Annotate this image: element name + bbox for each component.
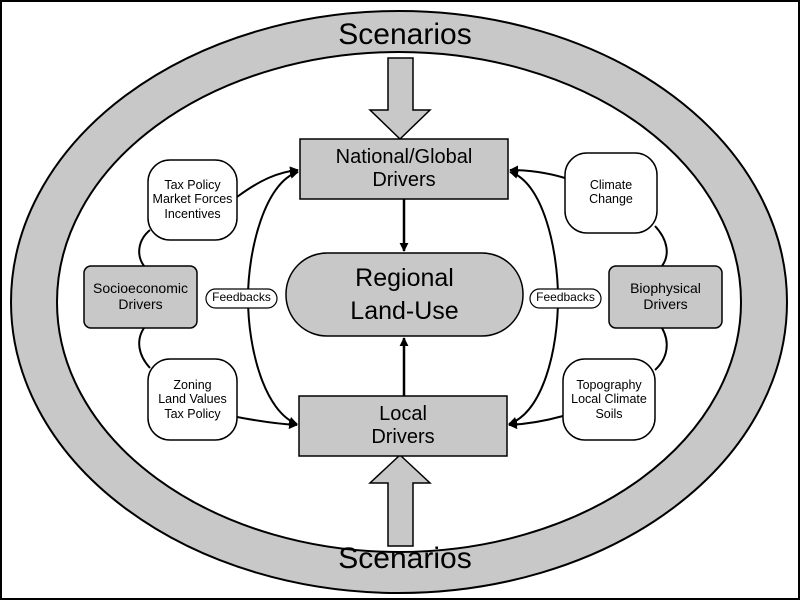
biophysical-line2: Drivers bbox=[643, 296, 688, 313]
topography-line1: Topography bbox=[576, 378, 642, 392]
tax-policy-bubble-label: Tax Policy Market Forces Incentives bbox=[148, 178, 237, 221]
climate-line2: Change bbox=[589, 192, 633, 207]
biophysical-line1: Biophysical bbox=[630, 280, 701, 296]
connector-tax-to-socio bbox=[138, 229, 151, 267]
connector-climate-to-bio bbox=[654, 225, 668, 267]
socioeconomic-line2: Drivers bbox=[118, 296, 163, 313]
scenarios-up-block-arrow bbox=[368, 453, 432, 547]
scenarios-bottom-label: Scenarios bbox=[338, 542, 472, 575]
socioeconomic-drivers-box bbox=[83, 265, 198, 329]
local-line1: Local bbox=[379, 403, 427, 425]
scenarios-top-label: Scenarios bbox=[338, 18, 472, 51]
national-global-line1: National/Global bbox=[335, 146, 473, 168]
tax-policy-line2: Market Forces bbox=[152, 192, 233, 207]
climate-change-bubble-label: Climate Change bbox=[565, 178, 657, 207]
topography-bubble bbox=[562, 358, 656, 441]
tax-policy-bubble bbox=[147, 159, 238, 241]
socioeconomic-drivers-label: Socioeconomic Drivers bbox=[84, 280, 197, 312]
socioeconomic-line1: Socioeconomic bbox=[93, 280, 188, 296]
feedbacks-left-label: Feedbacks bbox=[212, 290, 271, 304]
connector-bio-to-topo bbox=[654, 327, 668, 371]
connector-socio-to-zoning bbox=[138, 327, 151, 369]
regional-line2: Land-Use bbox=[350, 296, 459, 325]
local-drivers-label: Local Drivers bbox=[299, 403, 507, 449]
local-line2: Drivers bbox=[371, 426, 435, 448]
topography-line3: Soils bbox=[595, 406, 623, 421]
tax-policy-line1: Tax Policy bbox=[164, 178, 221, 192]
zoning-bubble-label: Zoning Land Values Tax Policy bbox=[148, 378, 237, 421]
topography-line2: Local Climate bbox=[571, 392, 647, 407]
local-drivers-box bbox=[298, 395, 508, 457]
national-global-line2: Drivers bbox=[372, 169, 436, 191]
biophysical-drivers-box bbox=[608, 265, 723, 329]
topography-bubble-label: Topography Local Climate Soils bbox=[563, 378, 655, 421]
scenarios-down-block-arrow bbox=[368, 57, 432, 141]
national-global-drivers-label: National/Global Drivers bbox=[300, 146, 508, 192]
regional-land-use-capsule bbox=[285, 252, 524, 337]
zoning-line2: Land Values bbox=[158, 392, 227, 407]
feedbacks-right-label: Feedbacks bbox=[536, 290, 595, 304]
climate-line1: Climate bbox=[589, 178, 633, 192]
national-global-drivers-box bbox=[299, 138, 509, 200]
regional-land-use-label: Regional Land-Use bbox=[286, 262, 523, 327]
climate-change-bubble bbox=[564, 152, 658, 234]
feedbacks-right-pill bbox=[529, 288, 602, 309]
zoning-line1: Zoning bbox=[173, 378, 212, 392]
zoning-line3: Tax Policy bbox=[164, 406, 221, 421]
biophysical-drivers-label: Biophysical Drivers bbox=[609, 280, 722, 312]
zoning-bubble bbox=[147, 358, 238, 441]
regional-line1: Regional bbox=[355, 264, 454, 292]
tax-policy-line3: Incentives bbox=[164, 206, 221, 221]
feedbacks-left-pill bbox=[205, 288, 278, 309]
